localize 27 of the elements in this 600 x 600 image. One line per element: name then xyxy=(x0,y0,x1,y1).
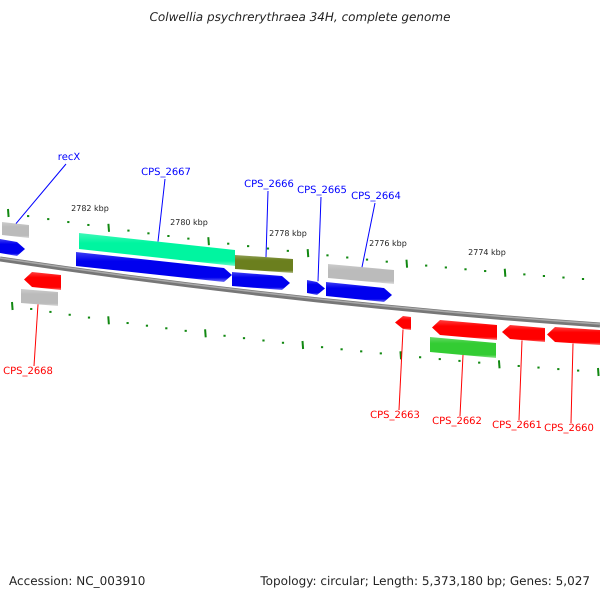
gene-name: CPS_2667 xyxy=(141,167,191,179)
title: Colwellia psychrerythraea 34H, complete genome xyxy=(148,10,452,24)
scale-label: 2774 kbp xyxy=(468,248,506,257)
footer-text: Accession: NC_003910 xyxy=(9,574,146,588)
gene-name: CPS_2660 xyxy=(544,423,594,435)
scale-label: 2782 kbp xyxy=(71,204,109,213)
gene-name: CPS_2661 xyxy=(492,420,542,432)
leader-line xyxy=(266,190,268,258)
gene-name: CPS_2662 xyxy=(432,416,482,428)
leader-line xyxy=(460,354,464,416)
gene-name: CPS_2668 xyxy=(3,366,53,378)
leader-line xyxy=(34,304,38,366)
leader-line xyxy=(398,329,404,410)
leader-line xyxy=(570,342,574,424)
gene-name: recX xyxy=(58,152,80,164)
gene-name: CPS_2664 xyxy=(351,191,401,203)
gene-name: CPS_2665 xyxy=(297,185,347,197)
leader-line xyxy=(158,178,166,242)
gene-name: CPS_2666 xyxy=(244,179,294,191)
leader-line xyxy=(318,196,322,282)
scale-label: 2778 kbp xyxy=(269,229,307,238)
leader-line xyxy=(16,164,66,224)
gene-name: CPS_2663 xyxy=(370,410,420,422)
leader-line xyxy=(518,340,522,420)
footer-text: Topology: circular; Length: 5,373,180 bp; Genes: 5,027 xyxy=(260,574,590,588)
scale-label: 2776 kbp xyxy=(369,239,407,248)
leader-line xyxy=(362,202,376,268)
